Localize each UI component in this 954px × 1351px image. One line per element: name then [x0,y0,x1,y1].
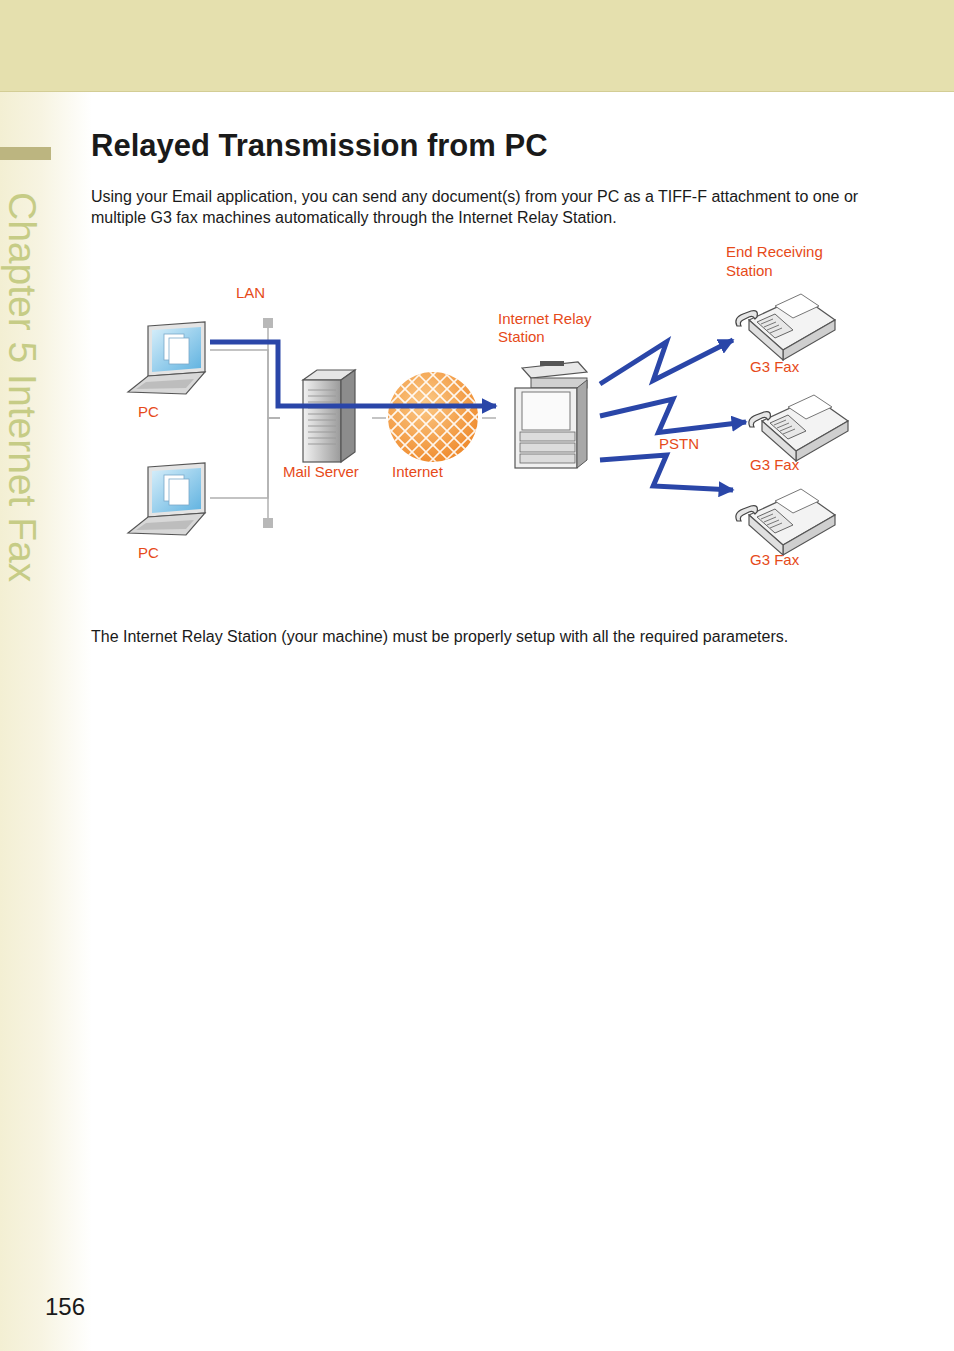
transmission-arrow [210,342,496,406]
transmission-arrow [600,455,733,490]
device-label: Mail Server [283,463,359,481]
chapter-heading: Chapter 5 Internet Fax [0,192,44,582]
body-text: Using your Email application, you can se… [91,186,891,228]
station-label: End Receiving Station [726,242,844,280]
lan-wire [210,418,280,498]
device-node: G3 Fax [733,483,833,571]
page-number: 156 [45,1293,85,1321]
page-title: Relayed Transmission from PC [91,127,548,165]
device-label: G3 Fax [750,551,799,569]
header-band [0,0,954,92]
device-label: G3 Fax [750,358,799,376]
transmission-arrow [600,340,733,384]
device-label: Internet Relay Station [498,310,598,346]
device-node: PC [125,318,210,423]
lan-wire [482,417,496,419]
edge-label: PSTN [658,436,700,451]
device-node: Internet [386,370,482,483]
lan-wire [210,350,280,418]
device-node: G3 Fax [733,288,839,378]
device-node: PC [125,458,210,564]
network-label: LAN [236,283,265,302]
device-label: G3 Fax [750,456,799,474]
device-label: PC [138,544,159,562]
chapter-tab [0,147,51,160]
lan-wire [372,417,386,419]
device-label: Internet [392,463,443,481]
device-node: G3 Fax [746,389,850,477]
transmission-arrow [600,399,746,432]
device-label: PC [138,403,159,421]
device-node: Internet Relay Station [496,308,600,473]
device-node: Mail Server [280,366,372,483]
body-text: The Internet Relay Station (your machine… [91,626,891,647]
